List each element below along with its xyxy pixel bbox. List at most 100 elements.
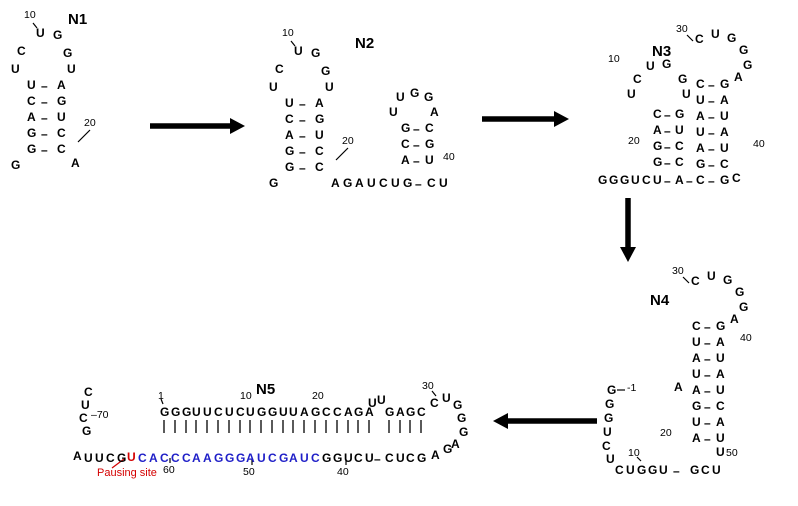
- nucleotide: C: [642, 173, 651, 187]
- nucleotide: G: [27, 142, 37, 156]
- nucleotide: G: [604, 411, 614, 425]
- pair-bond: –: [704, 432, 711, 446]
- pair-bond: –: [704, 416, 711, 430]
- nucleotide: G: [311, 405, 321, 419]
- nucleotide: A: [430, 105, 439, 119]
- pair-bond: –: [374, 452, 381, 466]
- nucleotide: C: [236, 405, 245, 419]
- position-label: 20: [84, 117, 96, 129]
- position-label: 1: [158, 390, 164, 402]
- nucleotide: A: [344, 405, 353, 419]
- nucleotide: U: [627, 87, 636, 101]
- nucleotide: G: [457, 411, 467, 425]
- nucleotide: U: [127, 450, 136, 464]
- nucleotide: C: [57, 142, 66, 156]
- pathway-arrow-head: [493, 413, 508, 429]
- nucleotide: A: [57, 78, 66, 92]
- label-pointer-line: [160, 398, 164, 405]
- nucleotide: C: [675, 155, 684, 169]
- nucleotide: A: [355, 176, 364, 190]
- nucleotide: C: [653, 107, 662, 121]
- pathway-arrow-head: [230, 118, 245, 134]
- nucleotide: U: [396, 451, 405, 465]
- nucleotide: U: [294, 44, 303, 58]
- nucleotide: A: [289, 451, 298, 465]
- nucleotide: U: [626, 463, 635, 477]
- nucleotide: C: [275, 62, 284, 76]
- pair-bond: –: [704, 352, 711, 366]
- position-label: 40: [337, 466, 349, 478]
- nucleotide: U: [603, 425, 612, 439]
- nucleotide: U: [57, 110, 66, 124]
- nucleotide: G: [117, 451, 127, 465]
- nucleotide: U: [396, 90, 405, 104]
- nucleotide: A: [675, 173, 684, 187]
- nucleotide: U: [377, 393, 386, 407]
- nucleotide: U: [439, 176, 448, 190]
- nucleotide: C: [214, 405, 223, 419]
- nucleotide: A: [692, 383, 701, 397]
- nucleotide: C: [79, 411, 88, 425]
- pair-bond: –: [413, 154, 420, 168]
- position-label: 40: [753, 138, 765, 150]
- pair-bond: –: [704, 400, 711, 414]
- nucleotide: G: [322, 451, 332, 465]
- pair-bond: –: [673, 464, 680, 478]
- nucleotide: G: [406, 405, 416, 419]
- pair-bond: –: [41, 79, 48, 93]
- pair-bond: –: [664, 124, 671, 138]
- position-label: -1: [627, 382, 637, 394]
- pair-bond: –: [664, 174, 671, 188]
- nucleotide: A: [365, 405, 374, 419]
- structure-label-n5: N5: [256, 381, 276, 398]
- position-label: 20: [660, 427, 672, 439]
- position-label: 10: [628, 447, 640, 459]
- nucleotide: U: [285, 96, 294, 110]
- pair-bond: –: [708, 158, 715, 172]
- nucleotide: C: [27, 94, 36, 108]
- nucleotide: G: [720, 173, 730, 187]
- nucleotide: C: [720, 157, 729, 171]
- nucleotide: G: [225, 451, 235, 465]
- nucleotide: G: [27, 126, 37, 140]
- nucleotide: C: [84, 385, 93, 399]
- nucleotide: A: [696, 141, 705, 155]
- nucleotide: C: [379, 176, 388, 190]
- pair-bond: –: [708, 174, 715, 188]
- pair-bond: –: [708, 142, 715, 156]
- nucleotide: C: [615, 463, 624, 477]
- nucleotide: C: [354, 451, 363, 465]
- nucleotide: G: [53, 28, 63, 42]
- nucleotide: C: [602, 439, 611, 453]
- nucleotide: U: [389, 105, 398, 119]
- nucleotide: U: [720, 141, 729, 155]
- nucleotide: C: [427, 176, 436, 190]
- nucleotide: A: [27, 110, 36, 124]
- nucleotide: G: [453, 398, 463, 412]
- nucleotide: G: [57, 94, 67, 108]
- label-pointer-line: [682, 276, 690, 284]
- nucleotide: C: [17, 44, 26, 58]
- pair-bond: –: [704, 384, 711, 398]
- nucleotide: G: [459, 425, 469, 439]
- pair-bond: –: [415, 177, 422, 191]
- nucleotide: G: [401, 121, 411, 135]
- nucleotide: G: [662, 57, 672, 71]
- position-label: 20: [628, 135, 640, 147]
- nucleotide: U: [27, 78, 36, 92]
- position-label: 20: [312, 390, 324, 402]
- nucleotide: G: [743, 58, 753, 72]
- nucleotide: C: [696, 77, 705, 91]
- nucleotide: U: [365, 451, 374, 465]
- nucleotide: U: [716, 431, 725, 445]
- pair-bond: –: [708, 78, 715, 92]
- nucleotide: U: [653, 173, 662, 187]
- position-label: 50: [726, 447, 738, 459]
- position-label: 10: [240, 390, 252, 402]
- nucleotide: C: [701, 463, 710, 477]
- nucleotide: A: [246, 451, 255, 465]
- nucleotide: G: [269, 176, 279, 190]
- label-pointer-line: [335, 147, 349, 161]
